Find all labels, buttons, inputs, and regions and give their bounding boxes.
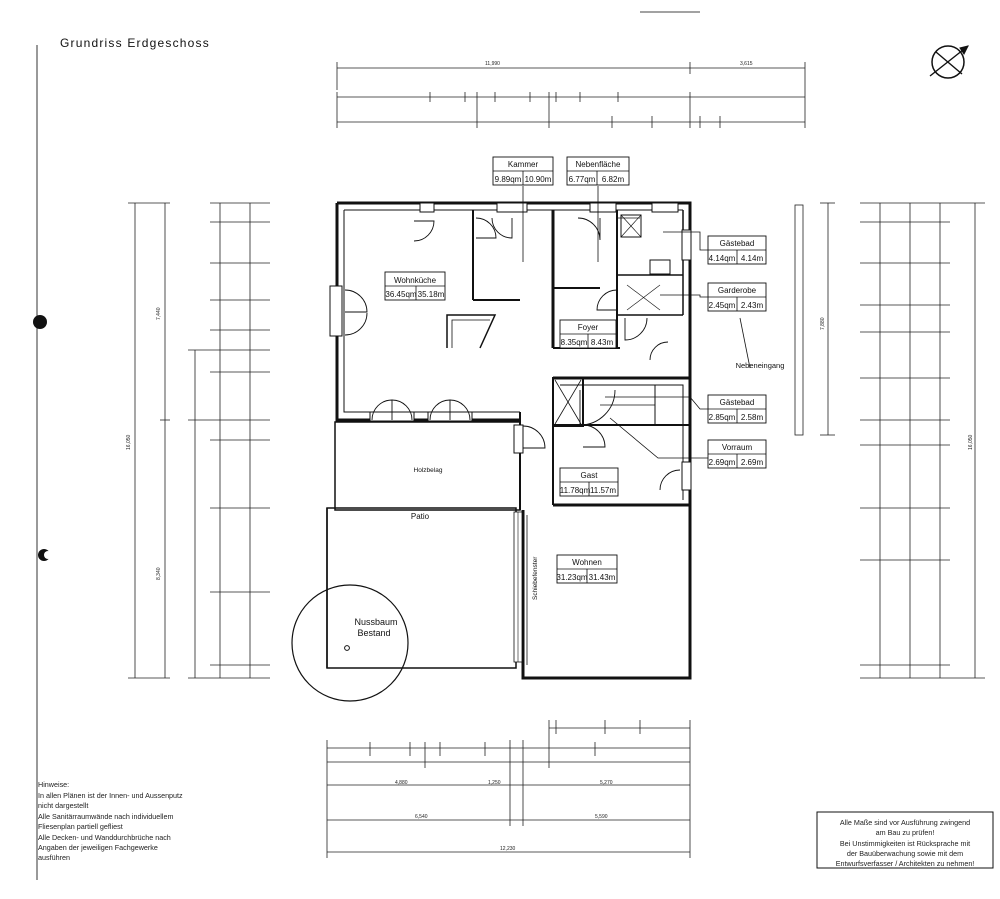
- svg-text:11.78qm: 11.78qm: [560, 486, 591, 495]
- room-label-garderobe: Garderobe 2.45qm 2.43m: [707, 282, 767, 312]
- svg-text:Alle Decken- und Wanddurchbrüc: Alle Decken- und Wanddurchbrüche nach: [38, 833, 171, 842]
- label-nussbaum: Nussbaum: [354, 617, 397, 627]
- room-label-gast: Gast 11.78qm 11.57m: [559, 467, 619, 497]
- svg-text:Alle Maße sind vor Ausführung: Alle Maße sind vor Ausführung zwingend: [840, 818, 970, 827]
- svg-text:am Bau zu prüfen!: am Bau zu prüfen!: [876, 828, 935, 837]
- dimension-left-total: 16,050: [126, 434, 132, 450]
- room-label-wohnen: Wohnen 31.23qm 31.43m: [556, 554, 618, 584]
- svg-text:Gästebad: Gästebad: [720, 398, 755, 407]
- svg-text:2.45qm: 2.45qm: [709, 301, 736, 310]
- svg-text:2.58m: 2.58m: [741, 413, 764, 422]
- room-label-wohnkuche: Wohnküche 36.45qm 35.18m: [384, 271, 446, 301]
- svg-text:6.77qm: 6.77qm: [569, 175, 596, 184]
- svg-text:8.43m: 8.43m: [591, 338, 614, 347]
- svg-text:Alle Sanitärraumwände nach ind: Alle Sanitärraumwände nach individuellem: [38, 812, 173, 821]
- svg-text:2.69m: 2.69m: [741, 458, 764, 467]
- svg-text:Gast: Gast: [581, 471, 599, 480]
- building-walls: [326, 201, 692, 680]
- label-schiebefenster: Schiebefenster: [532, 556, 539, 600]
- dimension-right-total: 16,050: [968, 434, 974, 450]
- svg-text:10.90m: 10.90m: [525, 175, 552, 184]
- dimension-bottom-left: 6,540: [415, 814, 428, 820]
- dimension-bottom-mid1: 4,880: [395, 780, 408, 786]
- dimension-top-right: 3,615: [740, 61, 753, 67]
- room-label-gastebad-1: Gästebad 4.14qm 4.14m: [707, 235, 767, 265]
- dimension-bottom-mid2: 5,270: [600, 780, 613, 786]
- notes-left: Hinweise: In allen Plänen ist der Innen-…: [38, 780, 183, 862]
- svg-text:4.14qm: 4.14qm: [709, 254, 736, 263]
- svg-text:Gästebad: Gästebad: [720, 239, 755, 248]
- plan-title: Grundriss Erdgeschoss: [60, 36, 210, 50]
- dimension-right-upper: 7,880: [820, 317, 826, 330]
- svg-text:31.23qm: 31.23qm: [556, 573, 587, 582]
- room-label-vorraum: Vorraum 2.69qm 2.69m: [707, 439, 767, 469]
- room-label-foyer: Foyer 8.35qm 8.43m: [559, 319, 617, 349]
- svg-text:9.89qm: 9.89qm: [495, 175, 522, 184]
- svg-text:35.18m: 35.18m: [418, 290, 445, 299]
- svg-text:4.14m: 4.14m: [741, 254, 764, 263]
- svg-text:nicht dargestellt: nicht dargestellt: [38, 801, 88, 810]
- label-nebeneingang: Nebeneingang: [736, 361, 785, 370]
- svg-text:Angaben der jeweiligen Fachgew: Angaben der jeweiligen Fachgewerke: [38, 843, 158, 852]
- dimension-bottom-total: 12,230: [500, 846, 516, 852]
- svg-text:31.43m: 31.43m: [589, 573, 616, 582]
- dimension-chain-right: [794, 202, 985, 679]
- svg-text:Nebenfläche: Nebenfläche: [576, 160, 621, 169]
- dimension-chain-bottom: [326, 720, 691, 858]
- svg-text:Entwurfsverfasser / Architekte: Entwurfsverfasser / Architekten zu nehme…: [836, 859, 975, 868]
- room-label-gastebad-2: Gästebad 2.85qm 2.58m: [707, 394, 767, 424]
- svg-text:6.82m: 6.82m: [602, 175, 625, 184]
- svg-text:Foyer: Foyer: [578, 323, 599, 332]
- svg-text:Wohnküche: Wohnküche: [394, 276, 437, 285]
- svg-text:Vorraum: Vorraum: [722, 443, 753, 452]
- label-patio: Patio: [411, 512, 430, 521]
- dimension-top-total: 11,990: [485, 61, 500, 67]
- dimension-bottom-right: 5,590: [595, 814, 608, 820]
- svg-text:Fliesenplan partiell gefliest: Fliesenplan partiell gefliest: [38, 822, 123, 831]
- room-label-nebenflache: Nebenfläche 6.77qm 6.82m: [566, 156, 630, 186]
- svg-text:In allen Plänen ist der Innen-: In allen Plänen ist der Innen- und Ausse…: [38, 791, 183, 800]
- svg-text:2.85qm: 2.85qm: [709, 413, 736, 422]
- svg-text:36.45qm: 36.45qm: [385, 290, 416, 299]
- dimension-bottom-mid3: 1,250: [488, 780, 501, 786]
- svg-text:2.43m: 2.43m: [741, 301, 764, 310]
- notes-right: Alle Maße sind vor Ausführung zwingend a…: [816, 811, 994, 869]
- svg-text:Bei Unstimmigkeiten ist Rücksp: Bei Unstimmigkeiten ist Rücksprache mit: [840, 839, 970, 848]
- svg-text:Hinweise:: Hinweise:: [38, 780, 69, 789]
- svg-text:ausführen: ausführen: [38, 853, 70, 862]
- tree-symbol: [291, 584, 409, 702]
- dimension-left-lower: 8,340: [156, 567, 162, 580]
- svg-text:2.69qm: 2.69qm: [709, 458, 736, 467]
- room-label-kammer: Kammer 9.89qm 10.90m: [492, 156, 554, 186]
- dimension-left-upper: 7,440: [156, 307, 162, 320]
- svg-text:Kammer: Kammer: [508, 160, 539, 169]
- svg-text:11.57m: 11.57m: [590, 486, 616, 495]
- svg-text:Wohnen: Wohnen: [572, 558, 602, 567]
- svg-text:8.35qm: 8.35qm: [561, 338, 588, 347]
- dimension-chain-left: [128, 202, 270, 679]
- svg-text:der Bauüberwachung sowie mit d: der Bauüberwachung sowie mit dem: [847, 849, 963, 858]
- label-holzbelag: Holzbelag: [414, 467, 443, 474]
- svg-text:Garderobe: Garderobe: [718, 286, 757, 295]
- dimension-chain-top: [336, 62, 806, 128]
- leader-lines: [522, 186, 751, 459]
- punch-hole: [33, 315, 47, 329]
- label-bestand: Bestand: [357, 628, 390, 638]
- north-arrow-icon: [929, 45, 969, 79]
